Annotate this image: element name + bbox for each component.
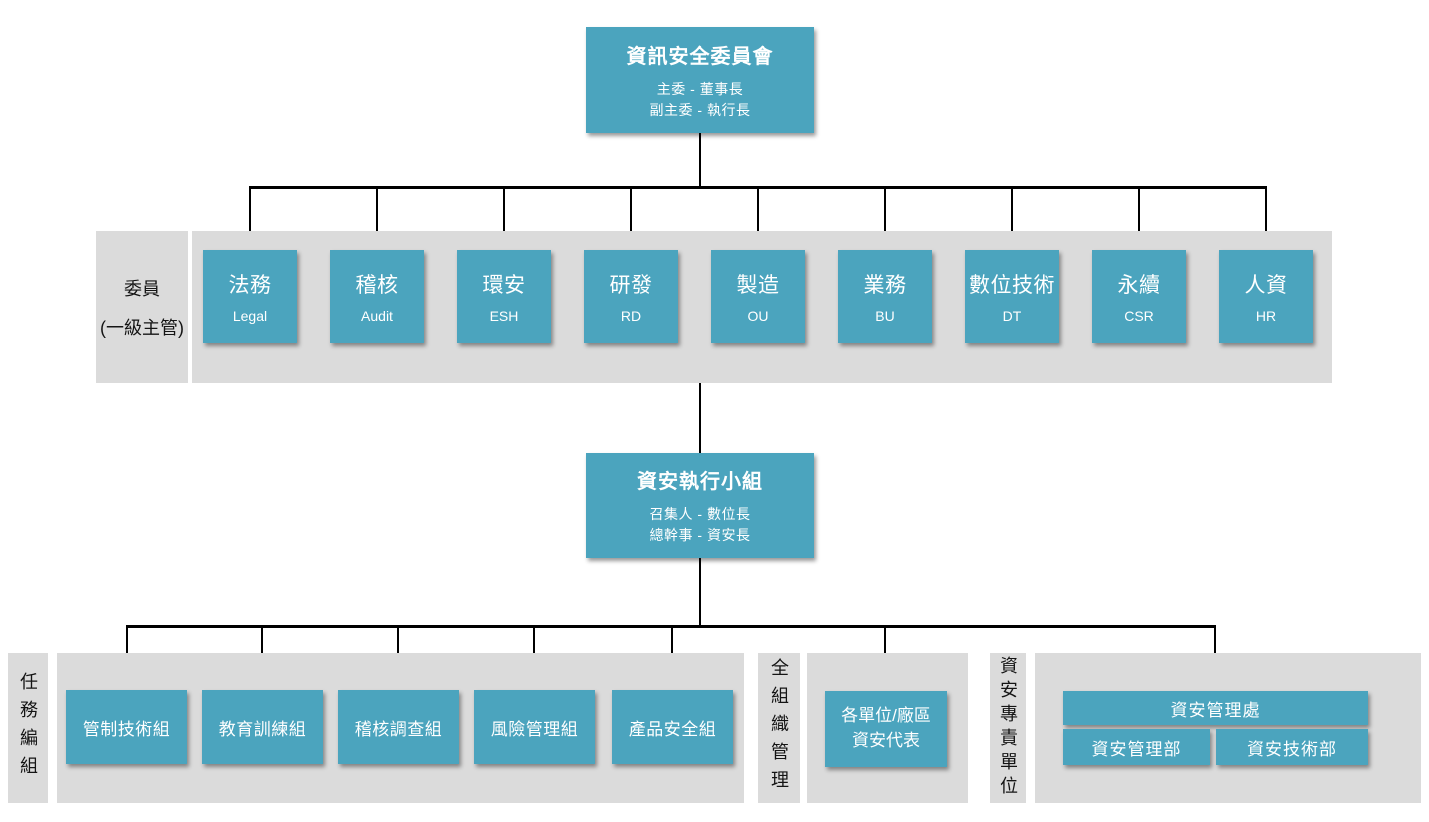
section-label-text: 全組織管理 [769, 658, 789, 798]
committee-member-dt: 數位技術 DT [965, 250, 1059, 343]
member-name-zh: 永續 [1117, 274, 1161, 297]
committee-member-rd: 研發 RD [584, 250, 678, 343]
connector-line [249, 188, 251, 250]
connector-line [699, 383, 701, 453]
team-risk-management: 風險管理組 [474, 690, 595, 764]
node-subtitle-line1: 召集人 - 數位長 [649, 506, 751, 522]
connector-line [249, 186, 1267, 189]
node-security-management-dept: 資安管理部 [1063, 729, 1210, 765]
rep-line2: 資安代表 [852, 731, 920, 750]
node-security-exec-team: 資安執行小組 召集人 - 數位長 總幹事 - 資安長 [586, 453, 814, 558]
member-name-en: DT [1002, 308, 1022, 324]
connector-line [1265, 188, 1267, 250]
member-name-zh: 法務 [228, 274, 272, 297]
node-title: 資訊安全委員會 [626, 45, 774, 68]
connector-line [376, 188, 378, 250]
node-info-security-committee: 資訊安全委員會 主委 - 董事長 副主委 - 執行長 [586, 27, 814, 133]
member-name-zh: 稽核 [355, 274, 399, 297]
member-name-en: ESH [489, 308, 519, 324]
node-security-management-office: 資安管理處 [1063, 691, 1368, 725]
node-subtitle-line2: 總幹事 - 資安長 [649, 527, 751, 543]
committee-row-label: 委員 (一級主管) [96, 231, 188, 383]
node-security-tech-dept: 資安技術部 [1216, 729, 1368, 765]
section-label-text: 資安專責單位 [998, 656, 1018, 800]
connector-line [126, 625, 1216, 628]
member-name-zh: 數位技術 [969, 274, 1055, 297]
section-label-text: 任務編組 [18, 672, 38, 784]
member-name-zh: 製造 [736, 274, 780, 297]
committee-row-label-line1: 委員 [124, 278, 160, 299]
connector-line [699, 133, 701, 188]
section-label-task-groups: 任務編組 [8, 653, 48, 803]
section-label-org-wide: 全組織管理 [758, 653, 800, 803]
team-audit-investigation: 稽核調查組 [338, 690, 459, 764]
committee-row-label-line2: (一級主管) [100, 317, 184, 338]
connector-line [1011, 188, 1013, 250]
member-name-zh: 環安 [482, 274, 526, 297]
section-label-dedicated-unit: 資安專責單位 [990, 653, 1026, 803]
member-name-en: Legal [232, 308, 268, 324]
team-education-training: 教育訓練組 [202, 690, 323, 764]
committee-member-csr: 永續 CSR [1092, 250, 1186, 343]
node-subtitle: 主委 - 董事長 副主委 - 執行長 [650, 79, 751, 121]
connector-line [503, 188, 505, 250]
member-name-en: BU [875, 308, 895, 324]
member-name-en: OU [747, 308, 769, 324]
member-name-zh: 研發 [609, 274, 653, 297]
connector-line [884, 188, 886, 250]
committee-member-ou: 製造 OU [711, 250, 805, 343]
node-unit-security-reps: 各單位/廠區 資安代表 [825, 691, 947, 767]
connector-line [630, 188, 632, 250]
member-name-zh: 人資 [1244, 274, 1288, 297]
team-product-security: 產品安全組 [612, 690, 733, 764]
committee-member-hr: 人資 HR [1219, 250, 1313, 343]
committee-member-bu: 業務 BU [838, 250, 932, 343]
connector-line [757, 188, 759, 250]
node-subtitle-line2: 副主委 - 執行長 [649, 101, 751, 118]
node-title: 資安執行小組 [637, 471, 763, 493]
dedicated-unit-band [1035, 653, 1421, 803]
node-subtitle: 召集人 - 數位長 總幹事 - 資安長 [650, 504, 751, 546]
team-control-tech: 管制技術組 [66, 690, 187, 764]
member-name-en: CSR [1124, 308, 1154, 324]
rep-line1: 各單位/廠區 [841, 706, 931, 726]
member-name-zh: 業務 [863, 274, 907, 297]
member-name-en: HR [1255, 308, 1277, 324]
committee-member-esh: 環安 ESH [457, 250, 551, 343]
committee-member-audit: 稽核 Audit [330, 250, 424, 343]
connector-line [699, 558, 701, 625]
member-name-en: RD [620, 308, 642, 324]
node-subtitle-line1: 主委 - 董事長 [656, 80, 744, 97]
committee-member-legal: 法務 Legal [203, 250, 297, 343]
member-name-en: Audit [361, 308, 393, 324]
connector-line [1138, 188, 1140, 250]
